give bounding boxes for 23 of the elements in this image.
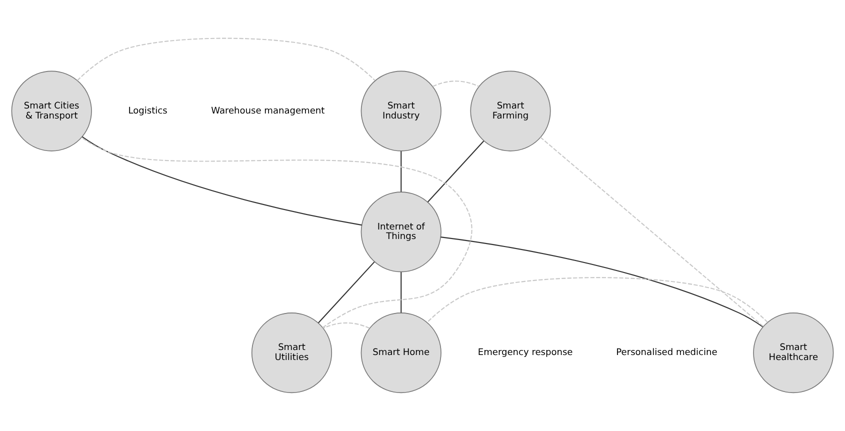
connector: [400, 272, 402, 313]
connector: [81, 137, 472, 328]
label: Personalised medicine: [616, 348, 718, 358]
connector: [82, 136, 362, 226]
node-circle: Smart Healthcare: [753, 312, 834, 394]
connector: [77, 38, 376, 81]
label: Warehouse management: [211, 106, 325, 116]
node-circle: Smart Cities & Transport: [11, 70, 92, 152]
connector: [540, 136, 764, 327]
node-circle: Smart Industry: [360, 70, 442, 152]
label: Logistics: [128, 106, 168, 116]
connector: [440, 236, 764, 328]
node-circle: Smart Farming: [470, 70, 551, 152]
connector: [323, 322, 370, 329]
connector: [400, 151, 402, 192]
connector: [426, 277, 768, 323]
node-circle: Smart Utilities: [251, 312, 332, 394]
connector: [432, 80, 480, 87]
connector: [427, 140, 484, 202]
node-circle: Internet of Things: [360, 192, 442, 272]
connector: [318, 262, 375, 324]
node-circle: Smart Home: [360, 312, 442, 394]
label: Emergency response: [478, 348, 573, 358]
